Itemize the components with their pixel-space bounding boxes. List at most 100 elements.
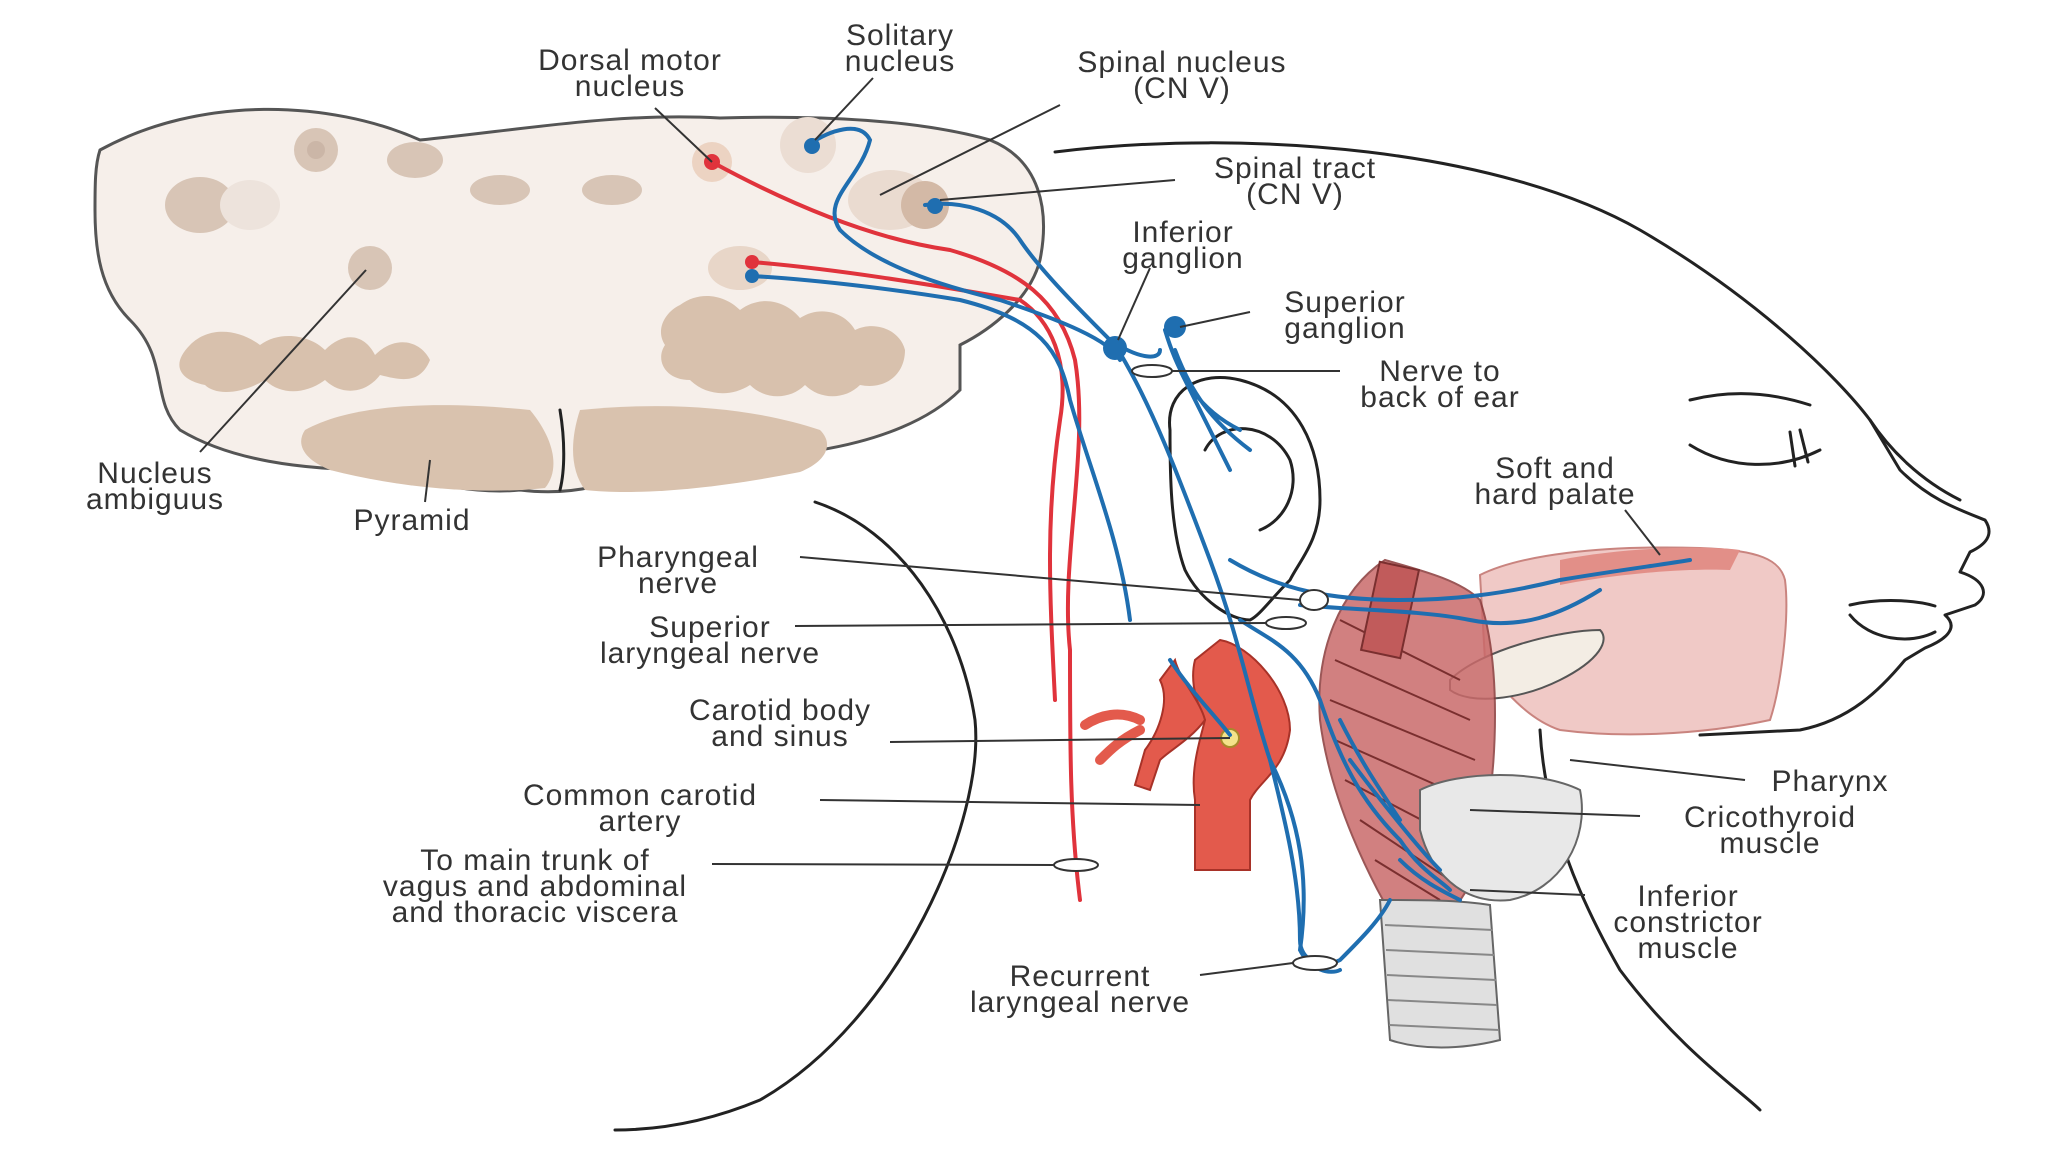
eye-closed [1688,443,1822,466]
trachea-rings [1384,924,1500,1031]
fiber-ambiguus-blue [750,274,1132,622]
leader-pharynx [1569,759,1746,781]
head-outline [1053,141,1991,737]
label-spinal-nucleus-line-2: (CN V) [1133,72,1231,105]
label-pyramid: Pyramid [353,504,470,537]
nucleus-blob-2 [387,142,443,178]
leader-spinal-tract [939,179,1176,201]
label-inferior-constrictor-muscle-line-3: muscle [1637,932,1738,965]
leader-recurrent [1199,962,1294,976]
trachea [1378,898,1502,1049]
recurrent-laryngeal-nerve [1268,758,1392,966]
lips [1848,599,1937,641]
ambiguus-red-dot [745,255,759,269]
soft-palate-shape [1478,546,1788,736]
nerve-to-ear [1163,328,1252,472]
label-nucleus-ambiguus-line-2: ambiguus [86,483,224,516]
leader-solitary [814,77,874,141]
ring-nerve-to-ear [1131,364,1173,378]
olivary-nucleus-right [660,295,905,397]
neck-back-outline [613,500,978,1132]
label-common-carotid-artery-line-2: artery [599,805,682,838]
pyramid-right [573,406,828,492]
label-spinal-tract-line-2: (CN V) [1246,178,1344,211]
ring-recurrent [1292,955,1338,971]
leader-superior-laryngeal [794,622,1267,627]
label-inferior-constrictor-muscle-line-2: constrictor [1613,906,1762,939]
inferior-ganglion-dot [1103,336,1127,360]
larynx-cartilage [1419,774,1583,902]
label-dorsal-motor-nucleus-line-2: nucleus [575,70,685,103]
label-cricothyroid-muscle-line-1: Cricothyroid [1684,801,1856,834]
solitary-nucleus-dot [804,138,820,154]
label-cricothyroid-muscle-line-2: muscle [1719,827,1820,860]
superior-laryngeal-branch [1238,618,1452,892]
fiber-spinal-tract [923,201,1162,359]
label-spinal-tract-line-1: Spinal tract [1214,152,1376,185]
nucleus-blob-1-inner [307,141,325,159]
label-superior-ganglion-line-1: Superior [1284,286,1405,319]
nucleus-blob-5 [165,177,235,233]
label-soft-hard-palate-line-2: hard palate [1474,478,1635,511]
label-pharynx: Pharynx [1771,765,1888,798]
label-dorsal-motor-nucleus-line-1: Dorsal motor [538,44,722,77]
leader-inferior-ganglion [1117,267,1151,341]
leader-spinal-nucleus [879,104,1061,196]
superior-ganglion-dot [1164,316,1186,338]
label-main-trunk-vagus-line-1: To main trunk of [420,844,649,877]
label-spinal-nucleus-line-1: Spinal nucleus [1077,46,1286,79]
label-common-carotid-artery-line-1: Common carotid [523,779,757,812]
label-nerve-back-of-ear-line-2: back of ear [1360,381,1519,414]
label-inferior-ganglion-line-1: Inferior [1132,216,1233,249]
ring-pharyngeal [1299,589,1329,611]
fiber-solitary [806,126,1122,362]
label-inferior-constrictor-muscle-line-1: Inferior [1637,880,1738,913]
ring-main-trunk [1053,858,1099,872]
leader-palate [1624,509,1661,556]
motor-fiber-dorsal-motor [710,160,1082,902]
brainstem-section [93,107,1045,494]
label-pyramid-line-1: Pyramid [353,504,470,537]
external-carotid-branch [1133,657,1207,792]
ear-outline [1168,375,1322,622]
eyebrow [1688,392,1812,407]
label-inferior-ganglion-line-2: ganglion [1122,242,1243,275]
ring-superior-laryngeal [1265,616,1307,630]
label-spinal-nucleus: Spinal nucleus(CN V) [1077,46,1286,105]
leader-main-trunk [711,863,1055,866]
eyelashes [1788,428,1810,468]
pyramid-left [301,405,554,491]
leader-inferior-constrictor [1469,889,1586,896]
label-pharyngeal-nerve-line-2: nerve [638,567,718,600]
label-superior-ganglion-line-2: ganglion [1284,312,1405,345]
ambiguus-blue-dot [745,269,759,283]
label-superior-laryngeal-nerve-line-2: laryngeal nerve [600,637,820,670]
motor-fiber-ambiguus [750,260,1065,702]
larynx-branches [1338,718,1462,902]
label-main-trunk-vagus-line-3: and thoracic viscera [392,896,679,929]
leader-common-carotid [819,799,1201,806]
ear-inner [1203,427,1295,532]
inferior-nucleus-blob [708,246,772,290]
label-carotid-body-sinus-line-1: Carotid body [689,694,871,727]
nucleus-blob-4 [582,175,642,205]
label-recurrent-laryngeal-nerve-line-1: Recurrent [1010,960,1151,993]
nose-outline [1868,418,1962,502]
label-soft-hard-palate-line-1: Soft and [1495,452,1615,485]
nucleus-blob-3 [470,175,530,205]
leader-dorsal-motor [654,107,713,163]
carotid-sinus-branch [1168,658,1232,737]
label-nucleus-ambiguus-line-1: Nucleus [97,457,212,490]
